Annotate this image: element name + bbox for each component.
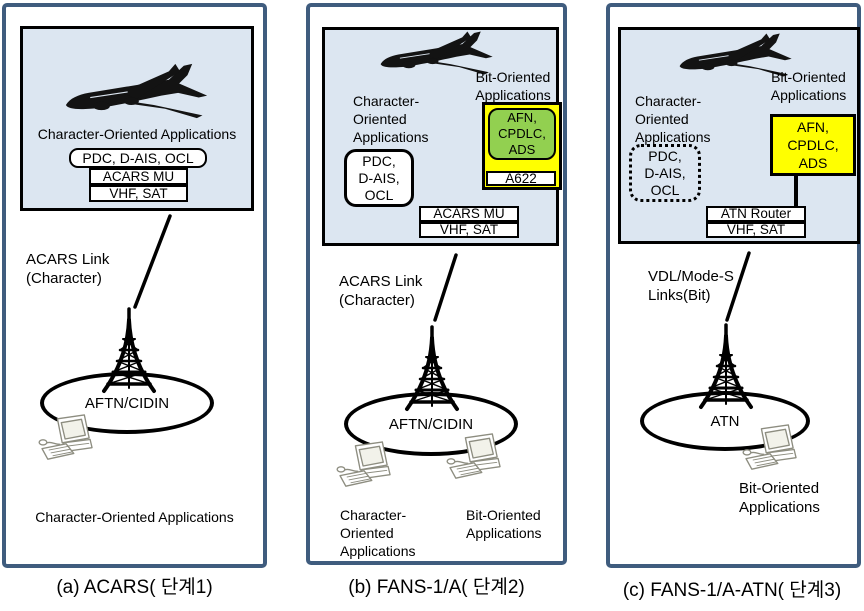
computer-icon <box>742 424 797 470</box>
pdc-line2: D-AIS, <box>358 169 400 186</box>
pdc-line2: D-AIS, <box>644 164 686 181</box>
yellow-line2: CPDLC, <box>787 137 839 153</box>
caption-a: (a) ACARS( 단계1) <box>56 577 213 598</box>
char-apps-line3: Applications <box>353 129 429 145</box>
aircraft-box: Bit-Oriented Applications Character- Ori… <box>322 27 562 246</box>
ground-bit-apps-label: Bit-Oriented Applications <box>739 479 820 517</box>
bit-apps-line1: Bit-Oriented <box>771 69 846 85</box>
computer-icon-right <box>446 433 501 479</box>
ground-left-line2: Oriented <box>340 525 394 541</box>
green-line2: CPDLC, <box>498 126 546 141</box>
char-apps-title: Character- Oriented Applications <box>353 92 429 146</box>
link-label: VDL/Mode-S Links(Bit) <box>648 267 734 305</box>
yellow-to-router-connector <box>794 176 798 206</box>
airplane-icon <box>65 63 208 119</box>
link-label-line2: Links(Bit) <box>648 287 711 304</box>
computer-icon <box>38 414 93 460</box>
box-afn-cpdlc-ads-yellow: AFN, CPDLC, ADS <box>770 114 856 176</box>
aircraft-apps-title: Character-Oriented Applications <box>37 126 237 142</box>
char-apps-line3: Applications <box>635 129 711 145</box>
yellow-line3: ADS <box>798 155 828 171</box>
link-label-line1: ACARS Link <box>26 251 110 268</box>
link-label-line1: ACARS Link <box>339 273 423 290</box>
ground-char-apps-label: Character- Oriented Applications <box>340 506 416 560</box>
radio-tower-icon <box>699 323 753 409</box>
caption-c: (c) FANS-1/A-ATN( 단계3) <box>622 580 842 601</box>
green-line3: ADS <box>508 142 536 157</box>
ground-right-line1: Bit-Oriented <box>466 507 541 523</box>
network-label: ATN <box>710 412 740 430</box>
ground-right-line2: Applications <box>739 499 820 516</box>
box-pdc-dais-ocl: PDC, D-AIS, OCL <box>344 149 414 207</box>
char-apps-line2: Oriented <box>635 111 689 127</box>
ground-left-line1: Character- <box>340 507 407 523</box>
computer-icon-left <box>336 441 391 487</box>
bit-apps-line2: Applications <box>475 87 551 103</box>
panel-fans1a-atn: Bit-Oriented Applications Character- Ori… <box>606 3 861 568</box>
ground-right-line2: Applications <box>466 525 542 541</box>
aircraft-box: Bit-Oriented Applications Character- Ori… <box>618 27 860 244</box>
panel-acars: Character-Oriented Applications PDC, D-A… <box>2 3 267 568</box>
ground-apps-label: Character-Oriented Applications <box>35 509 234 525</box>
caption-b: (b) FANS-1/A( 단계2) <box>348 577 525 598</box>
ground-right-line1: Bit-Oriented <box>739 480 820 497</box>
bit-oriented-yellow-box: AFN, CPDLC, ADS A622 <box>482 102 562 190</box>
pdc-line1: PDC, <box>648 147 682 164</box>
bit-apps-title: Bit-Oriented Applications <box>467 68 559 104</box>
char-apps-line2: Oriented <box>353 111 407 127</box>
char-apps-line1: Character- <box>635 93 702 109</box>
ground-left-line3: Applications <box>340 543 416 559</box>
box-atn-router: ATN Router <box>706 206 806 222</box>
link-label-line2: (Character) <box>339 292 415 309</box>
char-apps-title: Character- Oriented Applications <box>635 92 711 146</box>
box-pdc-dais-ocl-dotted: PDC, D-AIS, OCL <box>629 144 701 202</box>
pdc-line3: OCL <box>650 181 680 198</box>
green-line1: AFN, <box>507 110 537 125</box>
aircraft-box: Character-Oriented Applications PDC, D-A… <box>20 26 254 211</box>
bit-apps-line1: Bit-Oriented <box>475 69 551 85</box>
bit-apps-title: Bit-Oriented Applications <box>761 68 856 104</box>
box-afn-cpdlc-ads: AFN, CPDLC, ADS <box>488 108 556 160</box>
network-ellipse: AFTN/CIDIN <box>40 372 214 434</box>
radio-tower-icon <box>102 307 156 393</box>
link-label: ACARS Link (Character) <box>26 250 109 288</box>
char-apps-line1: Character- <box>353 93 420 109</box>
box-vhf-sat: VHF, SAT <box>419 222 519 238</box>
radio-tower-icon <box>405 325 459 411</box>
box-acars-mu: ACARS MU <box>89 168 188 185</box>
pdc-line1: PDC, <box>362 152 396 169</box>
pdc-line3: OCL <box>364 186 394 203</box>
bit-apps-line2: Applications <box>770 87 847 103</box>
box-a622: A622 <box>486 171 556 186</box>
box-acars-mu: ACARS MU <box>419 206 519 222</box>
box-vhf-sat: VHF, SAT <box>706 222 806 238</box>
link-label-line1: VDL/Mode-S <box>648 268 734 285</box>
yellow-line1: AFN, <box>797 119 829 135</box>
ground-bit-apps-label: Bit-Oriented Applications <box>466 506 542 542</box>
link-label: ACARS Link (Character) <box>339 272 422 310</box>
link-label-line2: (Character) <box>26 270 102 287</box>
panel-fans1a: Bit-Oriented Applications Character- Ori… <box>306 3 567 565</box>
network-label: AFTN/CIDIN <box>388 415 474 433</box>
box-vhf-sat: VHF, SAT <box>89 185 188 202</box>
box-pdc-dais-ocl: PDC, D-AIS, OCL <box>69 148 207 168</box>
network-label: AFTN/CIDIN <box>84 394 170 412</box>
